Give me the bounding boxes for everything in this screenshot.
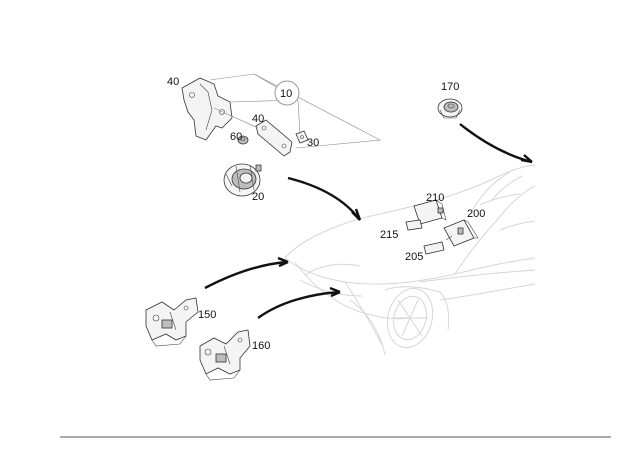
callout-150: 150 [198, 309, 216, 321]
callout-170: 170 [441, 81, 459, 93]
bracket-150 [145, 297, 199, 347]
label-tag-215 [405, 219, 423, 231]
callout-circle-10 [274, 80, 300, 106]
arrow-bracket150-to-car [204, 260, 289, 290]
callout-210: 210 [426, 192, 444, 204]
nut-60 [237, 135, 249, 145]
assembly-arrows [204, 123, 533, 319]
callout-40-plate: 40 [252, 113, 264, 125]
bracket-assembly-40 [181, 77, 233, 141]
sensor-disk-170 [437, 98, 463, 119]
horn-20 [223, 163, 262, 197]
callout-160: 160 [252, 340, 270, 352]
callout-215: 215 [380, 229, 398, 241]
callout-200: 200 [467, 208, 485, 220]
label-tag-205 [423, 241, 445, 255]
clip-30 [295, 130, 309, 144]
control-unit-210 [413, 199, 447, 225]
mounting-plate-40 [255, 119, 293, 157]
control-unit-200 [443, 219, 479, 247]
car-outline [284, 164, 536, 356]
arrow-sensor-to-car [459, 123, 533, 164]
callout-30: 30 [307, 137, 319, 149]
bracket-160 [199, 329, 251, 381]
callout-20: 20 [252, 191, 264, 203]
arrow-bracket160-to-car [257, 290, 341, 319]
callout-60: 60 [230, 131, 242, 143]
callout-10: 10 [280, 88, 292, 100]
callout-205: 205 [405, 251, 423, 263]
callout-40-bracket: 40 [167, 76, 179, 88]
arrow-horn-to-car [287, 176, 361, 221]
